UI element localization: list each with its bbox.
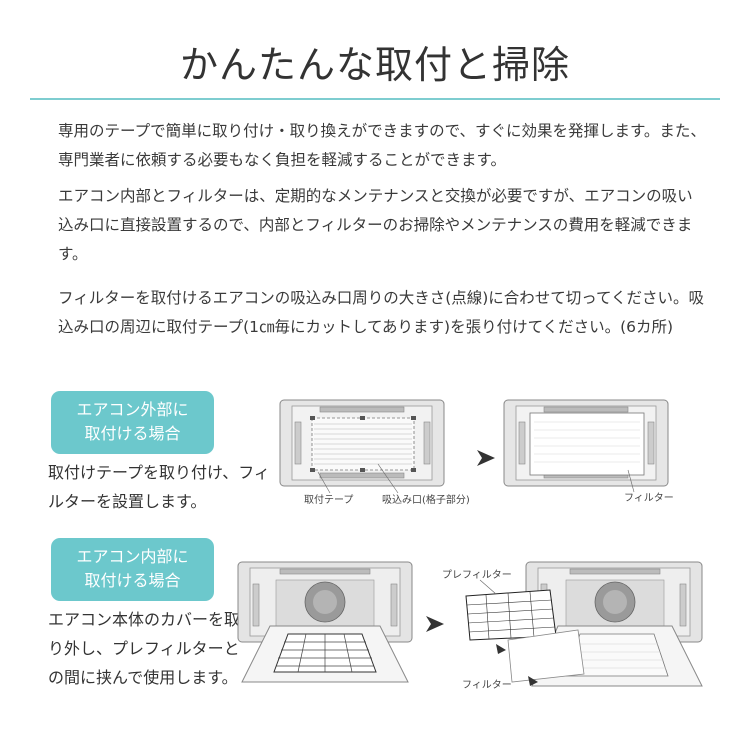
ac-unit-internal-1	[237, 561, 413, 683]
title-divider	[30, 98, 720, 100]
label-prefilter: プレフィルター	[442, 569, 512, 581]
arrow-icon-2	[426, 616, 444, 632]
badge-external-line1: エアコン外部に	[76, 400, 189, 419]
badge-internal-line1: エアコン内部に	[76, 547, 189, 566]
badge-internal-install: エアコン内部に 取付ける場合	[51, 538, 214, 601]
badge-external-line2: 取付ける場合	[84, 424, 181, 443]
diagram-ac-with-filter: フィルター	[503, 399, 674, 504]
label-filter-internal: フィルター	[462, 679, 512, 691]
paragraph-instructions: フィルターを取付けるエアコンの吸込み口周りの大きさ(点線)に合わせて切ってくださ…	[58, 289, 705, 336]
arrow-icon	[477, 450, 495, 466]
ac-unit-external-1	[279, 399, 445, 487]
label-intake: 吸込み口(格子部分)	[382, 493, 470, 506]
page-title: かんたんな取付と掃除	[179, 43, 570, 87]
description-external-install: 取付けテープを取り付け、フィルターを設置します。	[48, 463, 270, 511]
filter-sheet	[507, 629, 585, 683]
diagram-filter-insertion: プレフィルター フィルター	[442, 561, 703, 691]
label-tape: 取付テープ	[304, 493, 353, 506]
diagram-ac-cover-open	[237, 561, 413, 683]
ac-unit-external-2	[503, 399, 669, 487]
prefilter-mesh	[465, 589, 557, 641]
badge-external-install: エアコン外部に 取付ける場合	[51, 391, 214, 454]
badge-internal-line2: 取付ける場合	[84, 571, 181, 590]
description-internal-install: エアコン本体のカバーを取り外し、プレフィルターとの間に挟んで使用します。	[48, 610, 241, 687]
diagram-ac-with-tape: 取付テープ 吸込み口(格子部分)	[279, 399, 470, 506]
paragraph-maintenance: エアコン内部とフィルターは、定期的なメンテナンスと交換が必要ですが、エアコンの吸…	[58, 187, 693, 263]
label-filter-external: フィルター	[624, 492, 674, 504]
paragraph-installation: 専用のテープで簡単に取り付け・取り換えができますので、すぐに効果を発揮します。ま…	[58, 122, 706, 169]
